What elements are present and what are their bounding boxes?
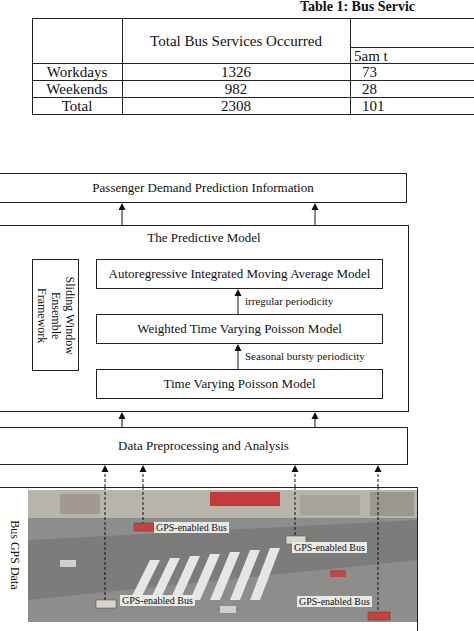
buses bbox=[60, 523, 390, 620]
process-box: Weighted Time Varying Poisson Model bbox=[96, 314, 383, 344]
dashed-arrow bbox=[292, 465, 299, 487]
table-cell: 73 bbox=[362, 64, 377, 81]
arrow bbox=[312, 412, 319, 427]
bus-label: GPS-enabled Bus bbox=[292, 542, 367, 553]
table-caption: Table 1: Bus Servic bbox=[300, 0, 415, 15]
process-box: Autoregressive Integrated Moving Average… bbox=[96, 259, 383, 289]
table-rule bbox=[32, 114, 474, 115]
road bbox=[28, 520, 418, 600]
arrow bbox=[312, 203, 319, 225]
arrow bbox=[119, 203, 126, 225]
output-box: Passenger Demand Prediction Information bbox=[0, 173, 407, 203]
gps-leader-lines bbox=[105, 487, 378, 612]
box-text: Autoregressive Integrated Moving Average… bbox=[109, 267, 371, 282]
photo-ground bbox=[28, 490, 418, 622]
table-header: Total Bus Services Occurred bbox=[150, 33, 322, 50]
table-cell: 1326 bbox=[221, 64, 251, 81]
arrow bbox=[119, 412, 126, 427]
frame-title: The Predictive Model bbox=[147, 231, 260, 246]
table-rule bbox=[32, 97, 474, 98]
photo-buildings bbox=[28, 490, 418, 518]
table-cell: 2308 bbox=[221, 98, 251, 115]
building bbox=[300, 495, 360, 515]
process-box: Data Preprocessing and Analysis bbox=[0, 427, 408, 465]
table-rule bbox=[32, 18, 33, 115]
table-rule bbox=[122, 18, 123, 115]
process-box: Time Varying Poisson Model bbox=[96, 369, 383, 399]
bus-label: GPS-enabled Bus bbox=[297, 596, 372, 607]
table-rule bbox=[350, 18, 351, 115]
building bbox=[60, 494, 100, 514]
intersection-photo bbox=[28, 487, 418, 622]
table-rule bbox=[32, 18, 474, 19]
framework-box: Sliding Window Ensemble Framework bbox=[32, 259, 79, 371]
table-cell: Workdays bbox=[47, 64, 107, 81]
vertical-label: Bus GPS Data bbox=[7, 495, 21, 615]
building bbox=[370, 492, 414, 516]
model-frame: The Predictive ModelSliding Window Ensem… bbox=[0, 225, 409, 412]
table-header: 5am t bbox=[354, 48, 388, 65]
arrow bbox=[235, 289, 242, 314]
arrow bbox=[235, 344, 242, 369]
table-cell: 28 bbox=[362, 81, 377, 98]
table-rules bbox=[32, 18, 474, 115]
table-cell: 982 bbox=[225, 81, 248, 98]
table-cell: Total bbox=[62, 98, 93, 115]
bus-label: GPS-enabled Bus bbox=[120, 595, 195, 606]
vertical-label: Sliding Window Ensemble Framework bbox=[34, 263, 75, 367]
edge-label: irregular periodicity bbox=[243, 295, 335, 307]
data-source-box: Bus GPS Data bbox=[0, 487, 418, 631]
box-text: Passenger Demand Prediction Information bbox=[92, 181, 313, 196]
crosswalk bbox=[130, 548, 280, 600]
bus-label: GPS-enabled Bus bbox=[154, 522, 229, 533]
box-text: Time Varying Poisson Model bbox=[163, 377, 315, 392]
box-text: Data Preprocessing and Analysis bbox=[118, 439, 289, 454]
box-text: Weighted Time Varying Poisson Model bbox=[137, 322, 342, 337]
building-sign bbox=[210, 492, 280, 506]
dashed-arrow bbox=[140, 465, 147, 487]
table-cell: 101 bbox=[362, 98, 385, 115]
edge-label: Seasonal bursty periodicity bbox=[243, 350, 367, 362]
dashed-arrow bbox=[375, 465, 382, 487]
table-cell: Weekends bbox=[46, 81, 107, 98]
dashed-arrow bbox=[102, 465, 109, 487]
